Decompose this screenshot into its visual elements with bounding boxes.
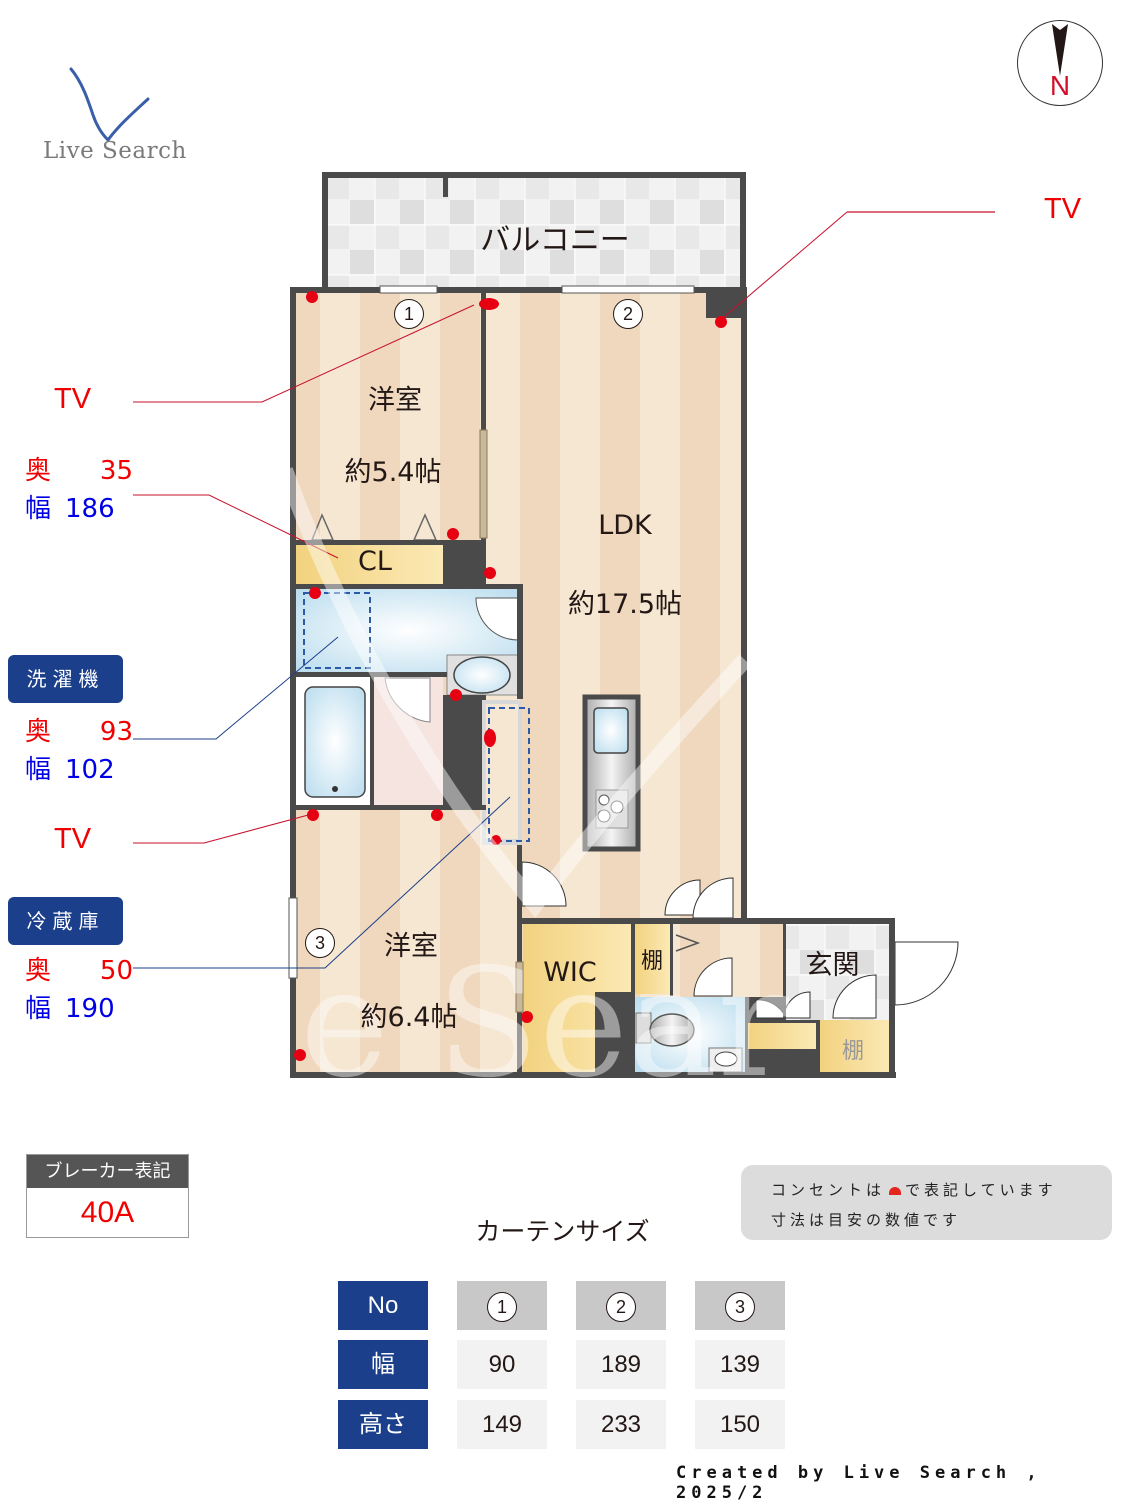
width-value: 190 (65, 994, 115, 1024)
shelf-label-1: 棚 (640, 949, 663, 974)
curtain-width-3: 139 (695, 1340, 785, 1389)
width-value: 102 (65, 755, 115, 785)
logo-swoosh-icon (69, 67, 150, 143)
shelf-label-2: 棚 (841, 1039, 864, 1064)
logo-text: Live Search (43, 138, 187, 164)
curtain-height-3: 150 (695, 1400, 785, 1449)
curtain-no-1: 1 (457, 1281, 547, 1330)
window-marker-3: 3 (305, 928, 335, 958)
curtain-no-2: 2 (576, 1281, 666, 1330)
closet-label: CL (358, 546, 392, 577)
western-room-2-size: 約6.4帖 (360, 1002, 458, 1033)
western-room-1-name: 洋室 (368, 385, 422, 416)
ldk-size: 約17.5帖 (567, 589, 683, 620)
curtain-height-2: 233 (576, 1400, 666, 1449)
depth-label: 奥 (25, 956, 52, 986)
depth-label: 奥 (25, 456, 52, 486)
row-header-no: No (338, 1281, 428, 1330)
tv-callout-left-1: TV (54, 383, 92, 415)
legend-note: コンセントは で表記しています 寸法は目安の数値です (741, 1165, 1112, 1240)
curtain-no-1-label: 1 (487, 1291, 517, 1322)
note-line1-before: コンセントは (771, 1181, 886, 1199)
breaker-title: ブレーカー表記 (27, 1155, 188, 1188)
width-value: 186 (65, 494, 115, 524)
row-header-width: 幅 (338, 1340, 428, 1389)
curtain-no-2-label: 2 (606, 1291, 636, 1322)
width-label: 幅 (25, 994, 52, 1024)
ldk-name: LDK (598, 510, 652, 541)
depth-value: 35 (99, 456, 133, 486)
width-label: 幅 (25, 494, 52, 524)
washer-tag: 洗濯機 (8, 655, 123, 703)
curtain-no-3: 3 (695, 1281, 785, 1330)
note-line1-after: で表記しています (905, 1181, 1057, 1199)
curtain-width-2: 189 (576, 1340, 666, 1389)
entrance-label: 玄関 (805, 950, 860, 981)
curtain-no-3-label: 3 (725, 1291, 755, 1322)
depth-value: 93 (99, 717, 133, 747)
curtain-width-1: 90 (457, 1340, 547, 1389)
depth-label: 奥 (25, 717, 52, 747)
window-marker-1: 1 (394, 299, 424, 329)
tv-callout-left-2: TV (54, 823, 92, 855)
svg-text:e Sear: e Sear (300, 937, 789, 1100)
note-line2: 寸法は目安の数値です (771, 1211, 962, 1229)
breaker-value: 40A (80, 1196, 135, 1229)
washer-dimensions: 奥 93 幅 102 (25, 713, 133, 789)
fridge-dimensions: 奥 50 幅 190 (25, 952, 133, 1028)
wic-label: WIC (543, 957, 597, 988)
western-room-2-name: 洋室 (384, 931, 438, 962)
balcony-label: バルコニー (480, 223, 630, 258)
floor-plan: e Sear (133, 172, 995, 1100)
depth-value: 50 (99, 956, 133, 986)
curtain-size-title: カーテンサイズ (475, 1217, 650, 1246)
window-marker-2: 2 (613, 299, 643, 329)
compass-north-label: N (1049, 70, 1071, 101)
curtain-height-1: 149 (457, 1400, 547, 1449)
row-header-height: 高さ (338, 1400, 428, 1449)
compass (1017, 20, 1103, 106)
breaker-box: ブレーカー表記 40A (26, 1154, 189, 1238)
western-room-1-size: 約5.4帖 (344, 457, 442, 488)
tv-callout-top-right: TV (1044, 193, 1082, 225)
outlet-icon (889, 1186, 902, 1195)
closet-dimensions: 奥 35 幅 186 (25, 452, 133, 528)
width-label: 幅 (25, 755, 52, 785)
north-arrow-icon (1052, 24, 1068, 76)
footer-credit: Created by Live Search , 2025/2 (676, 1463, 1042, 1503)
fridge-tag: 冷蔵庫 (8, 897, 123, 945)
